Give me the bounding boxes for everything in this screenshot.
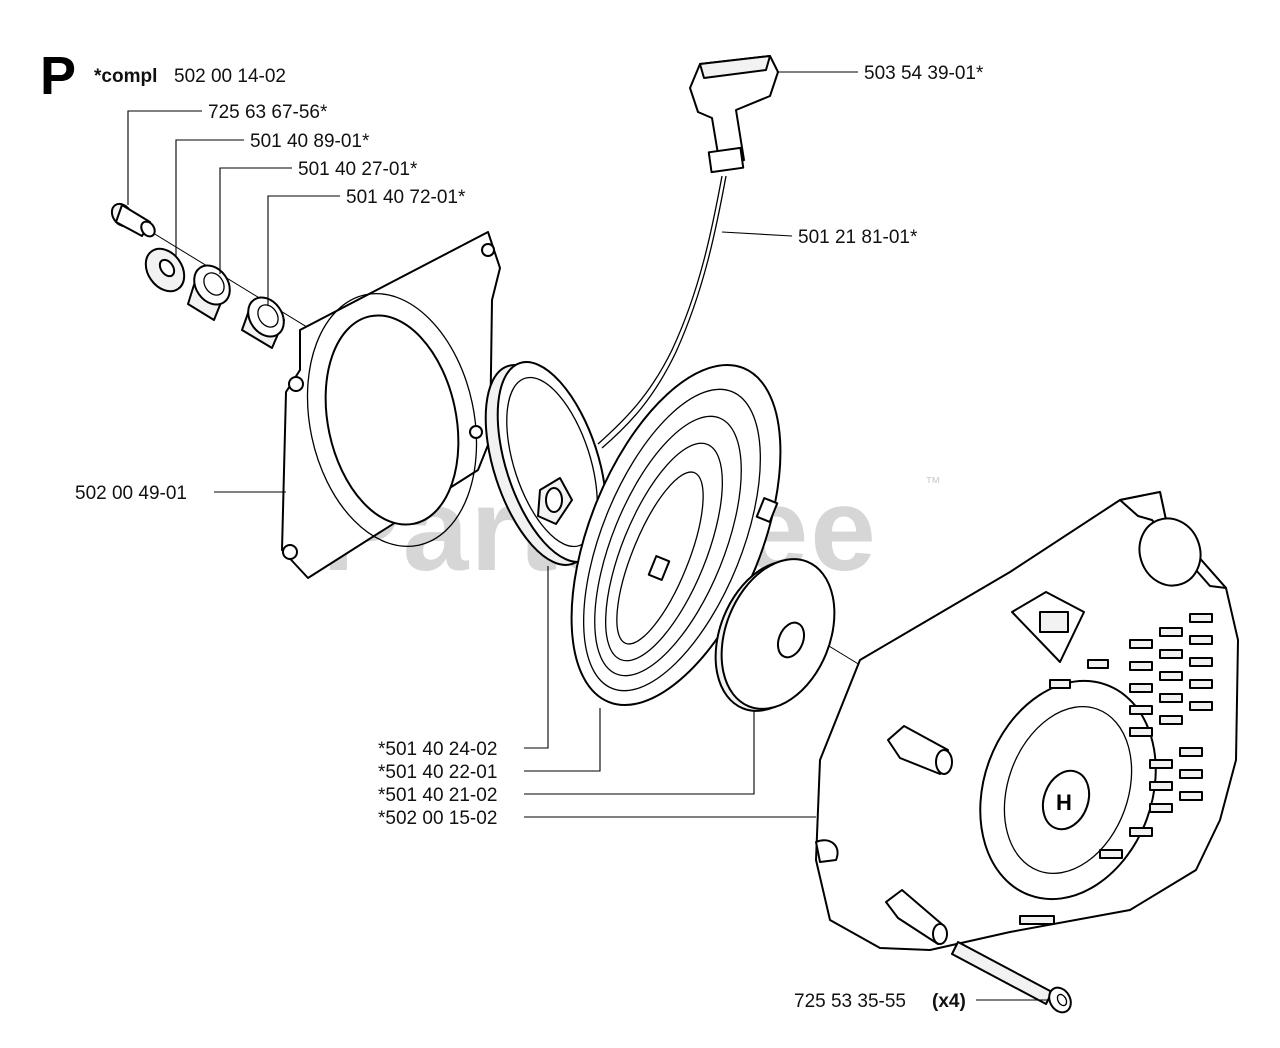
pulley-part — [484, 361, 608, 566]
bushing-2-part — [241, 296, 285, 349]
bushing-1-part — [187, 264, 231, 321]
bolt-part — [951, 941, 1072, 1014]
callout-washer: 501 40 89-01* — [250, 131, 370, 152]
section-letter: P — [40, 46, 76, 106]
callout-handle: 503 54 39-01* — [864, 63, 984, 84]
housing-vents — [1019, 613, 1213, 925]
callout-bolt-qty: (x4) — [932, 991, 966, 1012]
callout-bolt-number: 725 53 35-55 — [794, 991, 906, 1012]
compl-number: 502 00 14-02 — [174, 66, 286, 87]
callout-screw: 725 63 67-56* — [208, 102, 328, 123]
callout-starter-housing: *502 00 15-02 — [378, 808, 497, 829]
starter-plate-part — [281, 231, 501, 579]
callout-spring-cover: *501 40 21-02 — [378, 785, 497, 806]
callout-pulley: *501 40 24-02 — [378, 739, 497, 760]
callout-bushing-1: 501 40 27-01* — [298, 159, 418, 180]
starter-handle-part — [689, 55, 779, 174]
leader-lines — [127, 71, 1048, 1001]
callout-labels: 725 63 67-56* 501 40 89-01* 501 40 27-01… — [75, 63, 984, 1012]
callout-rope: 501 21 81-01* — [798, 227, 918, 248]
husqvarna-logo-icon: H — [1041, 769, 1091, 831]
svg-text:H: H — [1056, 790, 1072, 815]
spring-cover-part — [714, 558, 836, 712]
starter-rope-part — [597, 175, 723, 445]
callout-plate: 502 00 49-01 — [75, 483, 187, 504]
watermark-trademark: ™ — [925, 475, 941, 492]
callout-bushing-2: 501 40 72-01* — [346, 187, 466, 208]
compl-prefix: *compl — [94, 66, 157, 87]
callout-spring: *501 40 22-01 — [378, 762, 497, 783]
washer-part — [144, 247, 186, 293]
starter-housing-part: H — [815, 491, 1239, 951]
screw-part — [110, 202, 156, 238]
